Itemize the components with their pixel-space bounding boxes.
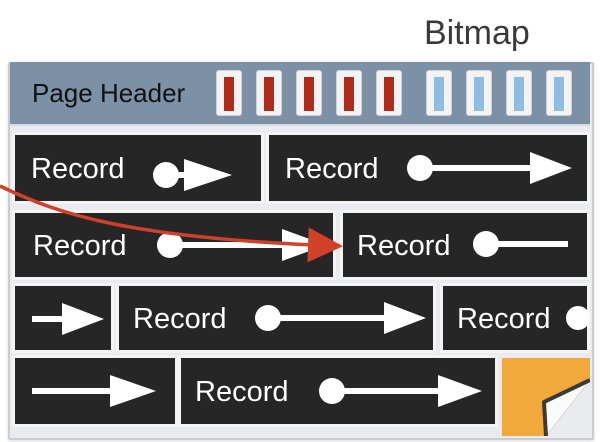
record-label: Record bbox=[33, 230, 127, 262]
record-slot: Record bbox=[12, 132, 264, 204]
pointer-dot bbox=[566, 306, 590, 330]
pointer-arrow bbox=[319, 375, 482, 407]
bitmap-bit bbox=[216, 70, 242, 116]
pointer-arrow bbox=[32, 303, 104, 335]
bit-fill bbox=[554, 77, 564, 111]
record-label: Record bbox=[195, 376, 289, 408]
record-label: Record bbox=[31, 153, 125, 185]
free-space-corner bbox=[502, 358, 590, 436]
pointer-arrow bbox=[255, 302, 426, 334]
page-header-label: Page Header bbox=[32, 78, 186, 108]
bitmap-bit bbox=[256, 70, 282, 116]
bitmap-bit bbox=[336, 70, 362, 116]
bit-fill bbox=[434, 77, 444, 111]
bitmap-bit bbox=[546, 70, 572, 116]
bitmap-bit bbox=[376, 70, 402, 116]
redirect-arrow bbox=[0, 184, 343, 263]
record-label: Record bbox=[285, 153, 379, 185]
page-header: Page Header bbox=[10, 62, 590, 126]
bitmap-bit bbox=[466, 70, 492, 116]
record-label: Record bbox=[357, 230, 451, 262]
bit-fill bbox=[344, 77, 354, 111]
record-label: Record bbox=[457, 303, 551, 335]
pointer-arrow bbox=[32, 375, 156, 407]
bit-fill bbox=[224, 77, 234, 111]
bit-fill bbox=[264, 77, 274, 111]
record-slot: Record bbox=[340, 210, 590, 280]
page-curl-shadow bbox=[542, 378, 590, 436]
free-space-fill bbox=[502, 358, 590, 436]
pointer-arrow bbox=[153, 159, 232, 191]
pointer-arrow bbox=[407, 152, 572, 184]
bit-fill bbox=[474, 77, 484, 111]
bitmap-bit bbox=[426, 70, 452, 116]
record-label: Record bbox=[133, 303, 227, 335]
pointer-line bbox=[473, 231, 568, 257]
record-slot: Record bbox=[440, 283, 590, 353]
bitmap-bit bbox=[506, 70, 532, 116]
bitmap-bit bbox=[296, 70, 322, 116]
bit-fill bbox=[514, 77, 524, 111]
bit-fill bbox=[304, 77, 314, 111]
bit-fill bbox=[384, 77, 394, 111]
bitmap-label: Bitmap bbox=[424, 14, 530, 52]
